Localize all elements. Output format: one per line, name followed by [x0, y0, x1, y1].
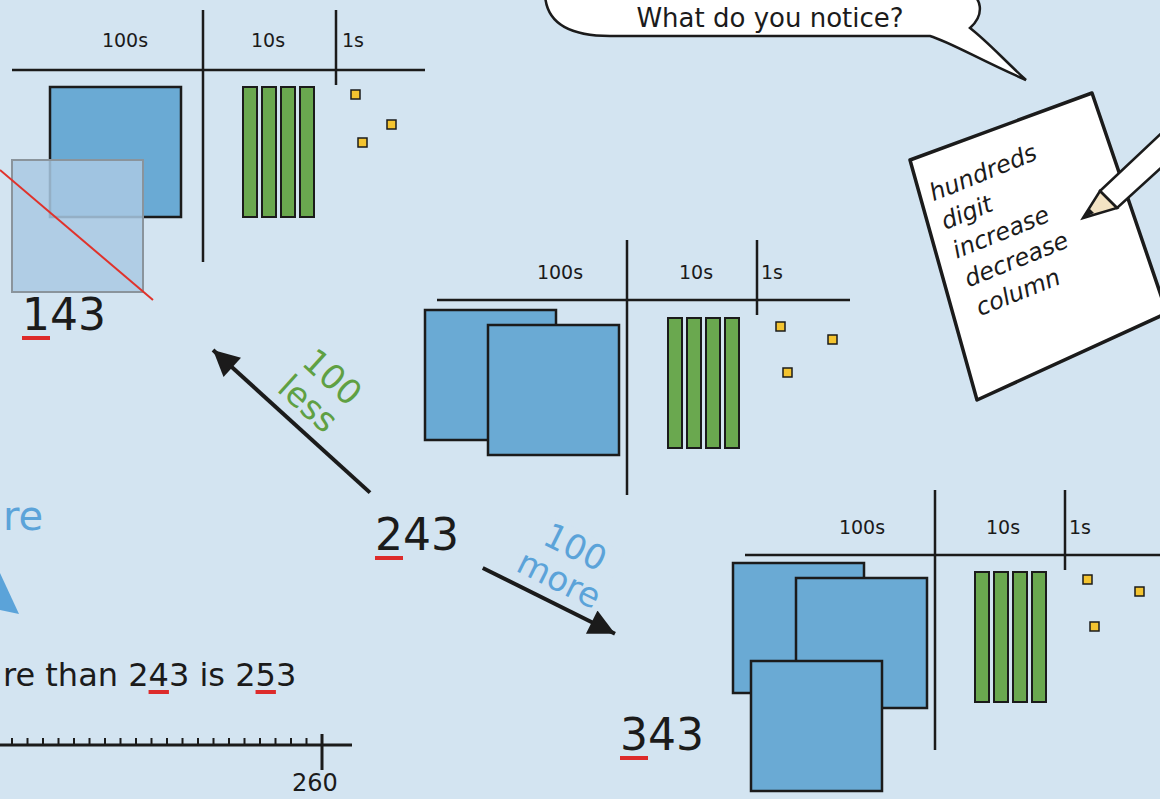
drawing-part	[213, 738, 215, 745]
drawing-part	[197, 738, 199, 745]
ten-rod	[668, 318, 682, 448]
column-heading: 10s	[223, 30, 313, 52]
drawing-part	[275, 738, 277, 745]
partial-word: re	[3, 493, 43, 539]
column-heading: 100s	[817, 517, 907, 539]
hundred-square	[751, 661, 882, 791]
drawing-part	[290, 738, 292, 745]
drawing-part	[135, 738, 137, 745]
speech-text: What do you notice?	[595, 3, 945, 33]
column-heading: 100s	[80, 30, 170, 52]
chart-rule	[1064, 490, 1067, 570]
ten-rod	[725, 318, 739, 448]
number-line	[0, 744, 352, 747]
chart-rule	[12, 69, 425, 72]
place-value-chart: 100s 10s1s 343	[615, 488, 1160, 798]
chart-rule	[745, 554, 1160, 557]
one-cube	[358, 138, 367, 147]
pencil-lead	[1083, 208, 1094, 218]
chart-rule	[626, 240, 629, 495]
removed-hundred-square	[12, 160, 143, 292]
column-heading: 1s	[308, 30, 398, 52]
drawing-part	[27, 738, 29, 745]
drawing-part	[89, 738, 91, 745]
one-cube	[1083, 575, 1092, 584]
notepad-sheet	[910, 93, 1160, 400]
pencil-tip	[1083, 191, 1117, 218]
one-cube	[828, 335, 837, 344]
place-value-chart: 100s 10s1s 143	[0, 0, 430, 350]
drawing-part	[182, 738, 184, 745]
column-heading: 1s	[727, 262, 817, 284]
ten-rod	[243, 87, 257, 217]
one-cube	[783, 368, 792, 377]
ten-rod	[1032, 572, 1046, 702]
chart-rule	[202, 10, 205, 262]
number-value: 143	[22, 290, 106, 341]
pencil-body	[1100, 128, 1160, 208]
ten-rod	[706, 318, 720, 448]
column-heading: 10s	[958, 517, 1048, 539]
speech-bubble: What do you notice?	[540, 0, 970, 40]
ten-rod	[975, 572, 989, 702]
one-cube	[776, 322, 785, 331]
chart-rule	[934, 490, 937, 750]
speech-bubble-outline	[545, 0, 1026, 80]
chart-rule	[335, 10, 338, 85]
arrow-head-fragment	[0, 573, 19, 614]
ten-rod	[262, 87, 276, 217]
one-cube	[1090, 622, 1099, 631]
place-value-chart: 100s 10s1s 243	[370, 238, 855, 568]
drawing-part	[166, 738, 168, 745]
edge-label: 100 less	[269, 340, 370, 441]
drawing-part	[306, 738, 308, 745]
hundred-square	[488, 325, 619, 455]
chart-rule	[756, 240, 759, 315]
edge-label: 100 more	[509, 511, 625, 617]
number-value: 343	[620, 710, 704, 761]
drawing-part	[244, 738, 246, 745]
ten-rod	[687, 318, 701, 448]
one-cube	[351, 90, 360, 99]
drawing-part	[259, 738, 261, 745]
number-line-ticks	[12, 738, 307, 745]
drawing-part	[120, 738, 122, 745]
drawing-part	[42, 738, 44, 745]
number-line-major-tick	[321, 734, 324, 770]
column-heading: 100s	[515, 262, 605, 284]
ten-rod	[300, 87, 314, 217]
number-value: 243	[375, 510, 459, 561]
column-heading: 1s	[1035, 517, 1125, 539]
number-line-value: 260	[292, 770, 338, 798]
drawing-part	[104, 738, 106, 745]
cross-out-line	[0, 170, 153, 300]
ten-rod	[1013, 572, 1027, 702]
one-cube	[1135, 587, 1144, 596]
column-heading: 10s	[651, 262, 741, 284]
drawing-part	[151, 738, 153, 745]
one-cube	[387, 120, 396, 129]
drawing-part	[11, 738, 13, 745]
ten-rod	[994, 572, 1008, 702]
drawing-part	[58, 738, 60, 745]
drawing-part	[228, 738, 230, 745]
sentence-fragment: re than 243 is 253	[3, 657, 296, 694]
drawing-part	[73, 738, 75, 745]
word-notepad: hundreds digit increase decrease column	[905, 88, 1160, 408]
ten-rod	[281, 87, 295, 217]
chart-rule	[437, 299, 850, 302]
